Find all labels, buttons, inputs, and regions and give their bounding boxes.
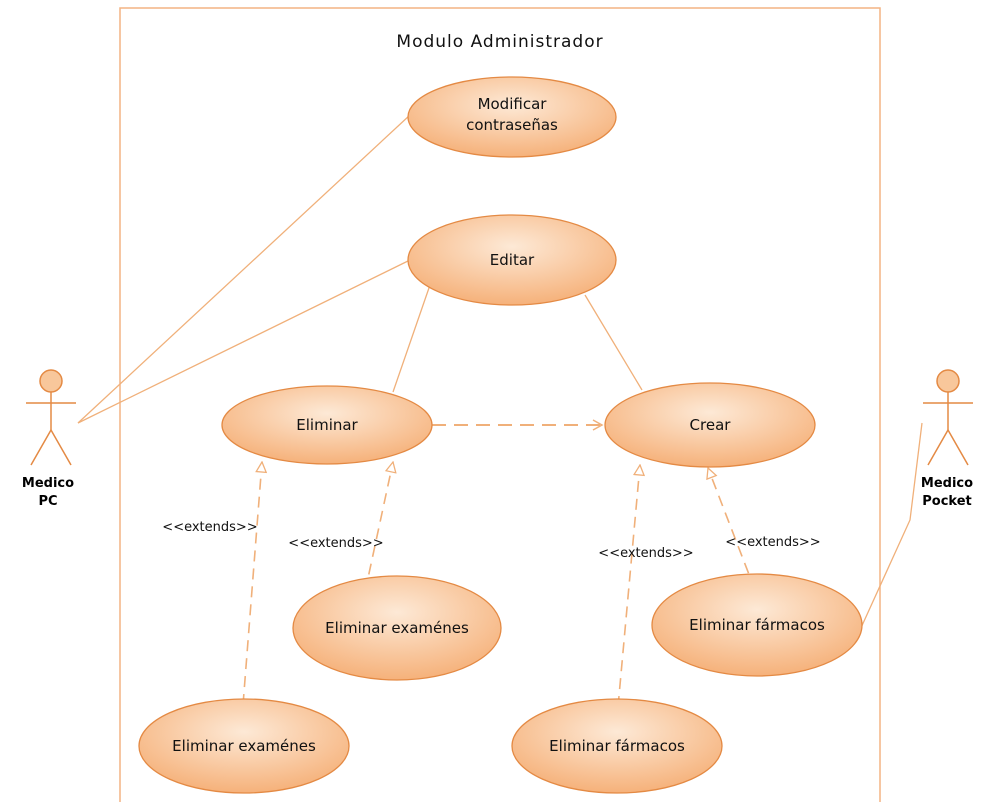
actor-medico-pocket[interactable]: Medico Pocket <box>921 369 973 509</box>
use-case-eliminar-farmacos[interactable]: Eliminar fármacos <box>651 573 863 677</box>
actor-label: Medico <box>921 476 973 491</box>
use-case-label: Crear <box>690 416 732 434</box>
actor-label: PC <box>38 494 57 509</box>
use-case-eliminar[interactable]: Eliminar <box>221 385 433 465</box>
extends-farmacos1-crear <box>708 468 756 591</box>
actor-medico-pc[interactable]: Medico PC <box>22 369 76 509</box>
use-case-crear[interactable]: Crear <box>604 382 816 468</box>
use-case-editar[interactable]: Editar <box>407 214 617 306</box>
use-case-label: Eliminar fármacos <box>549 737 685 755</box>
assoc-editar-crear <box>584 294 643 391</box>
use-case-label: Modificar <box>478 95 548 113</box>
assoc-pc-modificar <box>77 114 411 424</box>
associations <box>77 114 923 631</box>
stick-figure-icon <box>26 369 76 466</box>
actor-label: Pocket <box>922 494 972 509</box>
system-boundary <box>119 7 881 802</box>
assoc-pc-editar <box>77 259 411 424</box>
extends-relations <box>242 462 756 708</box>
extends-examenes1-eliminar <box>364 462 393 593</box>
assoc-pocket-farmacos <box>859 422 923 631</box>
use-case-eliminar-farmacos[interactable]: Eliminar fármacos <box>511 698 723 794</box>
use-case-label: Eliminar <box>296 416 358 434</box>
use-case-label: Eliminar examénes <box>325 619 469 637</box>
use-case-modificar-contrasenas[interactable]: Modificar contraseñas <box>407 76 617 158</box>
extends-label: <<extends>> <box>598 546 693 561</box>
use-case-label: Eliminar fármacos <box>689 616 825 634</box>
use-case-label: Eliminar examénes <box>172 737 316 755</box>
extends-label: <<extends>> <box>288 536 383 551</box>
extends-label: <<extends>> <box>162 520 257 535</box>
extends-label: <<extends>> <box>725 535 820 550</box>
extends-examenes2-eliminar <box>242 462 262 706</box>
stick-figure-icon <box>923 369 973 466</box>
use-case-label: contraseñas <box>466 116 558 134</box>
system-title: Modulo Administrador <box>396 32 603 52</box>
assoc-editar-eliminar <box>392 284 431 393</box>
use-case-label: Editar <box>490 251 535 269</box>
use-case-eliminar-examenes[interactable]: Eliminar examénes <box>292 575 502 681</box>
actor-label: Medico <box>22 476 74 491</box>
extends-farmacos2-crear <box>617 465 640 708</box>
use-case-eliminar-examenes[interactable]: Eliminar examénes <box>138 698 350 794</box>
